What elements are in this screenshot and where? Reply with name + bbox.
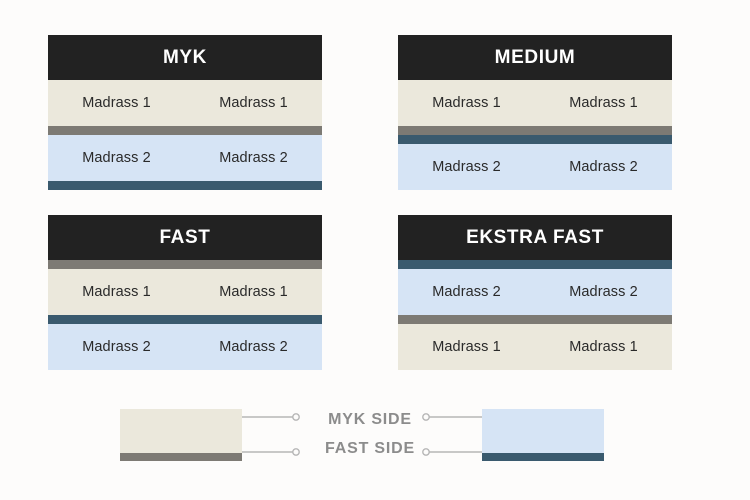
- legend-label-fast-side: FAST SIDE: [325, 440, 415, 457]
- legend-swatch-fast-side: [482, 409, 604, 461]
- card-title-medium: MEDIUM: [398, 35, 672, 80]
- layer-label-left: Madrass 1: [432, 95, 501, 111]
- layer-label-left: Madrass 2: [432, 284, 501, 300]
- card-title-ekstra-fast: EKSTRA FAST: [398, 215, 672, 260]
- layer-band: Madrass 2 Madrass 2: [398, 269, 672, 315]
- layer-stripe-darkblue: [48, 181, 322, 190]
- layer-label-right: Madrass 1: [569, 339, 638, 355]
- layer-band: Madrass 1 Madrass 1: [398, 80, 672, 126]
- layer-stripe-gray: [48, 126, 322, 135]
- legend-swatch-fill-beige: [120, 409, 242, 453]
- layer-label-left: Madrass 2: [432, 159, 501, 175]
- layer-label-right: Madrass 2: [569, 159, 638, 175]
- layer-label-right: Madrass 2: [219, 150, 288, 166]
- layer-stripe-gray: [398, 126, 672, 135]
- legend-swatch-foot-darkblue: [482, 453, 604, 461]
- card-ekstra-fast[interactable]: EKSTRA FAST Madrass 2 Madrass 2 Madrass …: [398, 215, 672, 370]
- layer-label-right: Madrass 2: [569, 284, 638, 300]
- legend-swatch-fill-blue: [482, 409, 604, 453]
- legend-swatch-myk-side: [120, 409, 242, 461]
- legend-swatch-foot-gray: [120, 453, 242, 461]
- card-medium[interactable]: MEDIUM Madrass 1 Madrass 1 Madrass 2 Mad…: [398, 35, 672, 190]
- layer-stripe-darkblue: [398, 260, 672, 269]
- layer-label-left: Madrass 2: [82, 339, 151, 355]
- layer-band: Madrass 1 Madrass 1: [48, 269, 322, 315]
- card-title-fast: FAST: [48, 215, 322, 260]
- layer-stripe-darkblue: [398, 135, 672, 144]
- layer-band: Madrass 2 Madrass 2: [398, 144, 672, 190]
- layer-label-left: Madrass 1: [82, 95, 151, 111]
- card-title-myk: MYK: [48, 35, 322, 80]
- layer-band: Madrass 1 Madrass 1: [48, 80, 322, 126]
- layer-stripe-darkblue: [48, 315, 322, 324]
- card-fast[interactable]: FAST Madrass 1 Madrass 1 Madrass 2 Madra…: [48, 215, 322, 370]
- layer-band: Madrass 2 Madrass 2: [48, 324, 322, 370]
- layer-label-right: Madrass 1: [219, 284, 288, 300]
- layer-label-right: Madrass 1: [219, 95, 288, 111]
- layer-label-left: Madrass 1: [82, 284, 151, 300]
- legend-label-myk-side: MYK SIDE: [328, 411, 412, 428]
- card-myk[interactable]: MYK Madrass 1 Madrass 1 Madrass 2 Madras…: [48, 35, 322, 190]
- layer-label-left: Madrass 2: [82, 150, 151, 166]
- layer-label-left: Madrass 1: [432, 339, 501, 355]
- layer-stripe-gray: [48, 260, 322, 269]
- layer-band: Madrass 1 Madrass 1: [398, 324, 672, 370]
- layer-band: Madrass 2 Madrass 2: [48, 135, 322, 181]
- layer-label-right: Madrass 1: [569, 95, 638, 111]
- layer-label-right: Madrass 2: [219, 339, 288, 355]
- layer-stripe-gray: [398, 315, 672, 324]
- mattress-layer-diagram-grid: MYK Madrass 1 Madrass 1 Madrass 2 Madras…: [48, 35, 672, 370]
